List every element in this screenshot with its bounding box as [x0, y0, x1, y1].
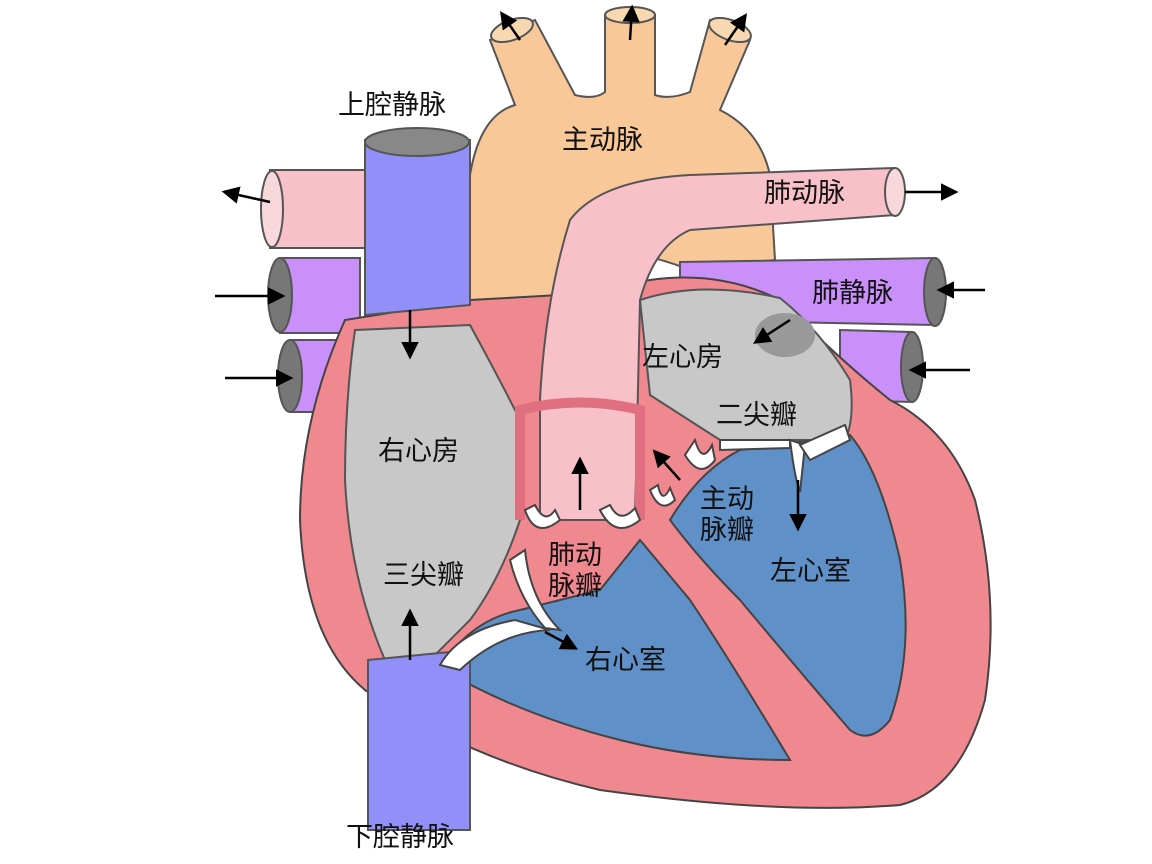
label-aortic-valve: 主动 脉瓣: [700, 484, 754, 546]
label-mitral-valve: 二尖瓣: [716, 400, 797, 431]
label-pulmonary-vein: 肺静脉: [812, 278, 893, 309]
label-right-atrium: 右心房: [378, 436, 459, 467]
label-superior-vena-cava: 上腔静脉: [338, 90, 446, 121]
label-pulmonary-artery: 肺动脉: [764, 178, 845, 209]
label-aorta: 主动脉: [562, 125, 643, 156]
label-inferior-vena-cava: 下腔静脉: [346, 822, 454, 853]
label-tricuspid-valve: 三尖瓣: [383, 560, 464, 591]
label-left-ventricle: 左心室: [770, 556, 851, 587]
label-pulmonary-valve: 肺动 脉瓣: [548, 540, 602, 602]
label-right-ventricle: 右心室: [585, 645, 666, 676]
label-left-atrium: 左心房: [642, 342, 723, 373]
